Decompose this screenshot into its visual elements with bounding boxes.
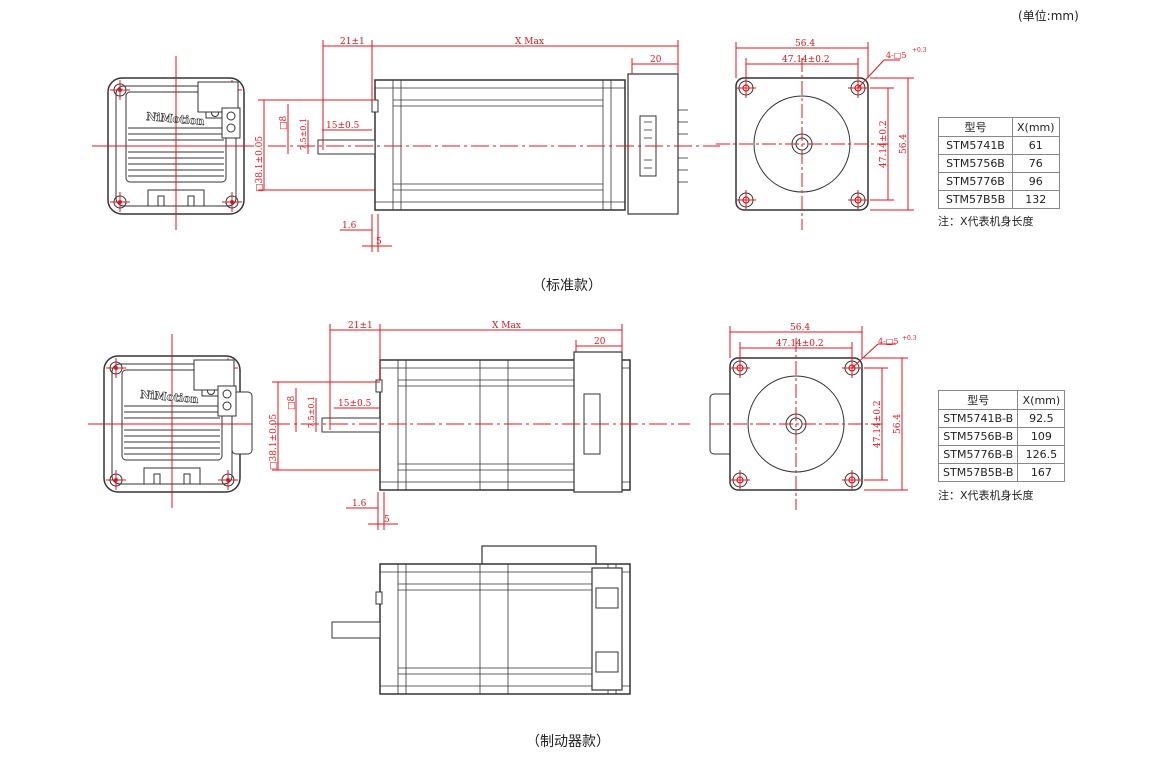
dim-pilot-height: 1.6 [342,221,357,231]
dim-mount-holes-tol-b: +0.3 [902,335,917,342]
brake-outline-view [331,545,631,695]
dim-flange-thk-b: 5 [384,515,390,525]
brake-side-view: 21±1 X Max 20 □38.1±0.05 □8 7.5±0.1 15±0… [269,321,690,530]
cell-x: 76 [1012,154,1060,173]
col-model: 型号 [937,390,1019,410]
note-standard: 注：X代表机身长度 [938,215,1034,228]
dim-mount-holes-b: 4-□5 [878,337,898,346]
dim-key-len: 15±0.5 [326,121,360,131]
dim-pilot-dia: □38.1±0.05 [255,136,265,192]
cell-model: STM57B5B-B [937,463,1019,482]
dim-square-v-b: 56.4 [893,414,903,434]
cell-model: STM5741B [938,136,1013,155]
cell-x: 167 [1017,463,1066,482]
dim-flat-depth-b: 7.5±0.1 [307,396,316,428]
caption-brake: （制动器款） [526,734,610,750]
dim-x-max-b: X Max [492,321,521,331]
dim-shaft-dia: □8 [279,115,289,130]
dim-square-v: 56.4 [899,134,909,154]
cell-model: STM5776B [938,172,1013,191]
cell-model: STM5776B-B [937,445,1019,464]
dim-square-b: 56.4 [790,323,810,333]
brake-front-view [88,334,253,508]
cell-model: STM5741B-B [937,409,1019,428]
dim-x-max: X Max [515,37,544,47]
dim-shaft-dia-b: □8 [287,395,297,410]
cell-x: 126.5 [1017,445,1066,464]
note-brake: 注：X代表机身长度 [938,489,1034,502]
dim-hole-pitch-v: 47.14±0.2 [879,120,889,168]
dim-tail: 20 [650,55,662,65]
brake-flange-view: 56.4 47.14±0.2 4-□5 +0.3 47.14±0.2 56.4 [709,323,917,511]
cell-model: STM57B5B [938,190,1013,209]
dim-flange-thk: 5 [376,237,382,247]
cell-x: 109 [1017,427,1066,446]
brand-logo-standard: NiMotion [146,110,205,128]
cell-x: 92.5 [1017,409,1066,428]
col-x: X(mm) [1012,117,1060,137]
cell-model: STM5756B [938,154,1013,173]
dim-flange-offset-b: 21±1 [348,321,373,331]
dim-mount-holes: 4-□5 [886,51,906,60]
standard-side-view: 21±1 X Max 20 □38.1±0.05 □8 7.5±0.1 15±0… [255,37,720,252]
brand-logo-brake: NiMotion [140,388,199,406]
cell-x: 61 [1012,136,1060,155]
dim-square: 56.4 [795,39,815,49]
col-model: 型号 [938,117,1013,137]
col-x: X(mm) [1017,390,1066,410]
caption-standard: （标准款） [532,278,602,294]
cell-model: STM5756B-B [937,427,1019,446]
dim-pilot-height-b: 1.6 [352,499,367,509]
dim-hole-pitch-b: 47.14±0.2 [776,339,824,349]
cell-x: 132 [1012,190,1060,209]
dim-key-len-b: 15±0.5 [338,399,372,409]
unit-label: (单位:mm) [1018,9,1079,23]
dim-mount-holes-tol: +0.3 [912,47,927,54]
dim-flat-depth: 7.5±0.1 [299,118,308,150]
dim-pilot-dia-b: □38.1±0.05 [269,414,279,470]
dim-hole-pitch: 47.14±0.2 [782,55,830,65]
dim-flange-offset: 21±1 [340,37,365,47]
standard-front-view [92,56,254,230]
dim-hole-pitch-v-b: 47.14±0.2 [873,400,883,448]
cell-x: 96 [1012,172,1060,191]
standard-flange-view: 56.4 47.14±0.2 4-□5 +0.3 47.14±0.2 56.4 [715,39,927,231]
dim-tail-b: 20 [594,337,606,347]
